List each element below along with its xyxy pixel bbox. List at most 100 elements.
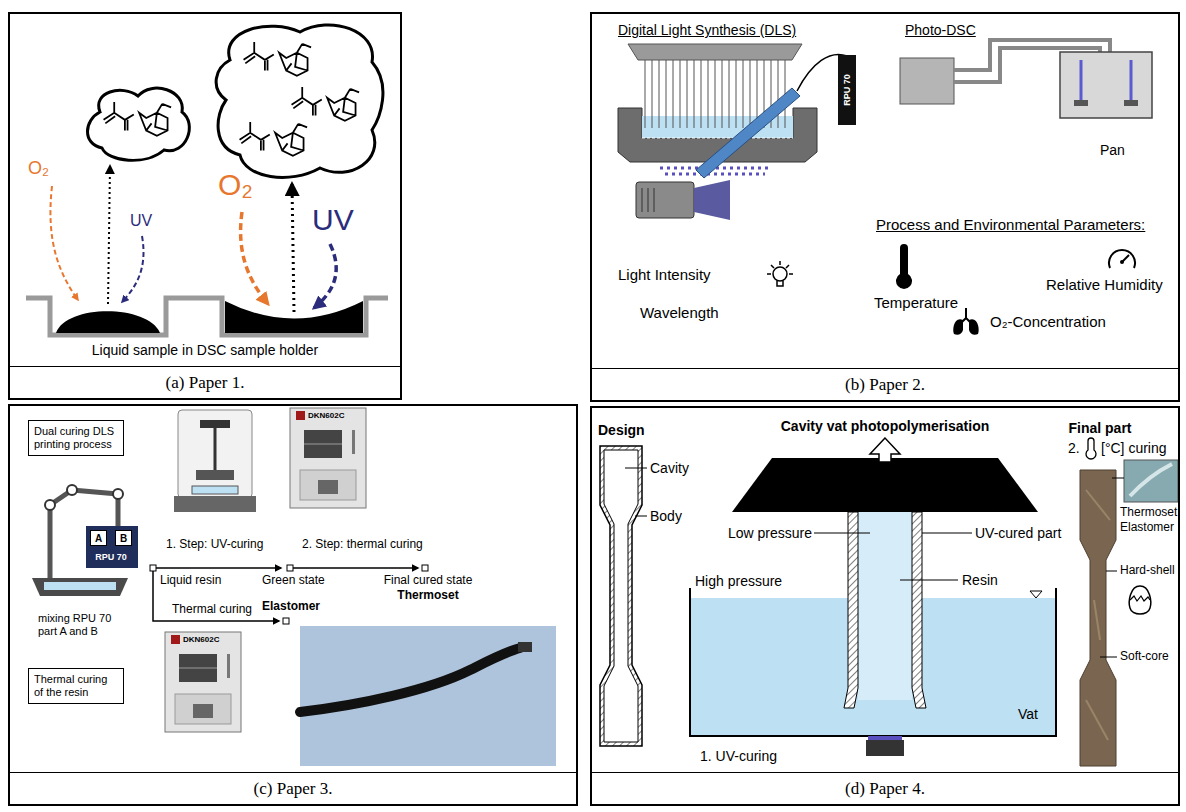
step-label: Thermal curing	[172, 603, 252, 617]
dls-printer	[694, 180, 730, 220]
sla-printer	[196, 470, 234, 480]
part-label: Cavity	[650, 460, 689, 476]
molecule-cloud	[88, 88, 190, 160]
panel: (b) Paper 2.	[590, 12, 1180, 402]
parameter-icons	[767, 261, 793, 286]
panel-caption: (c) Paper 3.	[10, 772, 576, 804]
box-text: B	[120, 533, 127, 544]
device-label: RPU 70	[95, 552, 127, 562]
part-label: Resin	[962, 572, 998, 588]
dls-printer	[636, 182, 694, 218]
box-text: Dual curing DLS printing process	[34, 425, 114, 450]
step-label: 2. Step: thermal curing	[302, 538, 423, 552]
final-part	[1130, 464, 1172, 496]
final-part	[1130, 596, 1150, 601]
oven	[165, 632, 241, 732]
part-label: Body	[650, 508, 682, 524]
component-box: B	[115, 530, 132, 546]
dsc-sample-holders	[26, 298, 388, 335]
part-label: Low pressure	[728, 525, 812, 541]
light-label: UV	[312, 203, 354, 238]
part-label: Soft-core	[1120, 650, 1169, 664]
dls-printer	[642, 188, 654, 212]
cavity-vat	[868, 736, 902, 740]
design-dogbone	[600, 446, 642, 746]
design-dogbone	[604, 450, 638, 742]
diffusion-arrows	[108, 166, 110, 304]
oven	[290, 408, 366, 508]
box-text: A	[95, 533, 102, 544]
oven	[290, 408, 366, 508]
panel-caption: (d) Paper 4.	[592, 772, 1178, 804]
cavity-vat	[732, 458, 1038, 512]
photo-dsc	[1060, 52, 1152, 118]
photo-dsc	[1124, 100, 1138, 106]
part-label: Pan	[1100, 142, 1125, 158]
molecule-cloud	[88, 25, 383, 178]
sla-printer	[192, 486, 238, 494]
device-label: RPU 70	[842, 74, 852, 106]
part-label: Elastomer	[1120, 521, 1174, 535]
elastomer-photo	[300, 626, 556, 766]
sla-printer	[174, 410, 256, 512]
dls-printer-arm	[113, 489, 123, 499]
gas-label: O₂	[218, 168, 253, 203]
dls-printer-arm	[32, 578, 128, 596]
section-heading: Digital Light Synthesis (DLS)	[618, 22, 796, 38]
state-label: Thermoset	[397, 589, 458, 603]
elastomer-photo	[300, 648, 520, 712]
final-part	[1086, 438, 1096, 459]
parameter-icons	[1120, 260, 1124, 264]
note-text: mixing RPU 70 part A and B	[38, 612, 124, 637]
molecule-cloud	[292, 87, 360, 121]
dls-printer	[838, 55, 856, 125]
cavity-vat	[844, 512, 858, 708]
state-label: Liquid resin	[160, 574, 221, 588]
parameter-icons	[953, 308, 978, 335]
process-arrows	[153, 571, 279, 621]
dls-printer-arm	[67, 485, 77, 495]
parameter-icons	[962, 308, 970, 322]
oven	[304, 430, 342, 458]
cavity-vat	[1030, 591, 1042, 598]
step-label: [°C] curing	[1101, 440, 1167, 456]
part-label: Thermoset	[1120, 506, 1177, 520]
gas-label: O₂	[28, 158, 49, 179]
cavity-vat	[690, 438, 1056, 756]
parameter-label: Temperature	[874, 294, 958, 311]
molecule-cloud	[104, 102, 172, 136]
dls-printer-arm	[45, 500, 55, 510]
light-label: UV	[130, 212, 152, 230]
cavity-vat	[866, 740, 904, 756]
diffusion-arrows	[292, 184, 294, 312]
diffusion-arrows	[314, 244, 336, 308]
parameter-icons	[1109, 250, 1135, 268]
oven	[304, 444, 342, 445]
diffusion-arrows	[241, 212, 268, 304]
dls-printer-arm	[32, 485, 138, 596]
part-label: Vat	[1018, 706, 1038, 722]
panel-caption: (a) Paper 1.	[10, 366, 400, 398]
process-arrows	[156, 567, 281, 569]
elastomer-photo	[518, 642, 532, 652]
section-heading: Final part	[1068, 420, 1131, 436]
parameter-icons	[896, 244, 912, 289]
component-box: A	[90, 530, 107, 546]
diffusion-arrows	[50, 166, 336, 312]
photo-dsc	[900, 40, 1152, 118]
design-dogbone	[625, 468, 647, 516]
cavity-vat	[814, 533, 972, 580]
process-box: Dual curing DLS printing process	[28, 420, 124, 456]
dls-printer	[628, 44, 802, 60]
photo-dsc	[900, 58, 954, 104]
part-label: High pressure	[695, 573, 782, 589]
molecule-cloud	[240, 122, 308, 156]
cavity-vat	[912, 512, 926, 708]
parameter-icons	[953, 319, 978, 334]
molecule-cloud	[216, 25, 383, 178]
section-heading: Cavity vat photopolymerisation	[781, 418, 989, 434]
dsc-sample-holders	[26, 298, 388, 335]
sla-printer	[200, 420, 230, 428]
photo-dsc	[1074, 100, 1088, 106]
state-label: Final cured state	[384, 574, 473, 588]
